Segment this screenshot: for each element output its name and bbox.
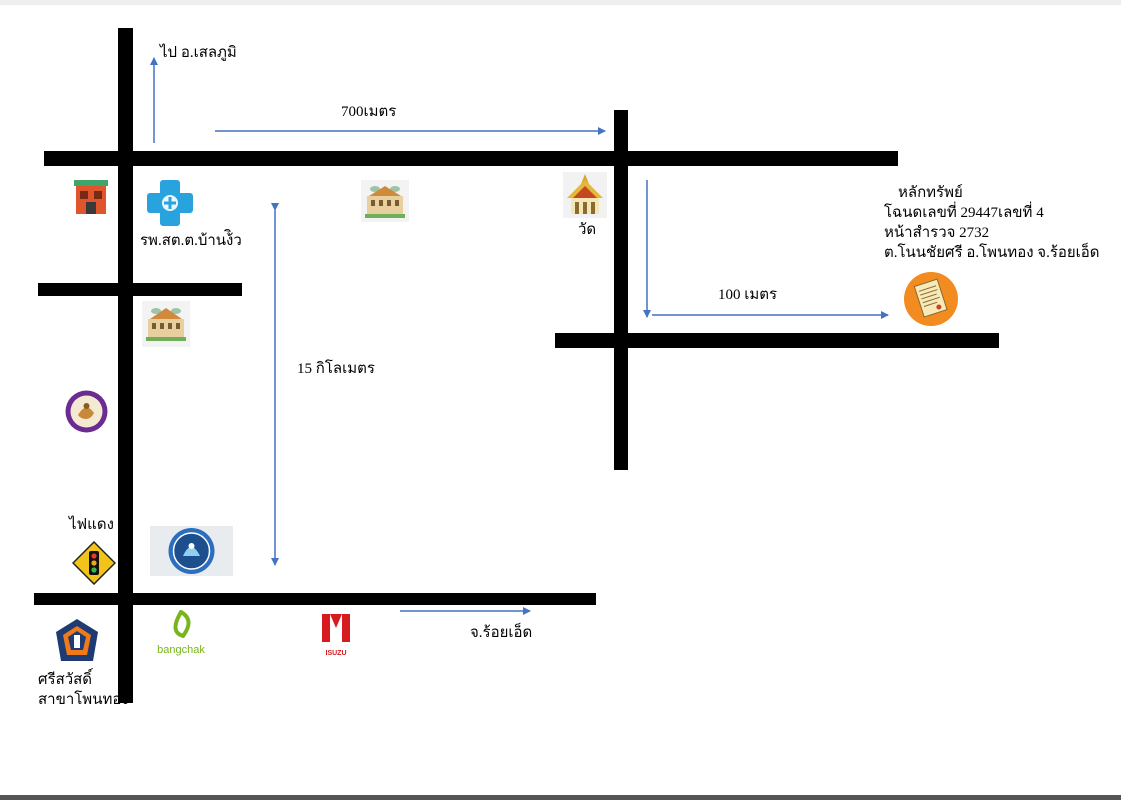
label-distance-700: 700เมตร xyxy=(341,104,397,120)
label-hospital: รพ.สต.ต.บ้านง้ิว xyxy=(140,233,242,249)
road-horizontal-top xyxy=(44,151,898,166)
isuzu-emblem-icon xyxy=(322,614,350,642)
property-survey: หน้าสำรวจ 2732 xyxy=(884,225,990,241)
dept-seal-icon xyxy=(150,526,233,576)
property-location: ต.โนนชัยศรี อ.โพนทอง จ.ร้อยเอ็ด xyxy=(884,245,1100,261)
label-to-roiet: จ.ร้อยเอ็ด xyxy=(470,625,533,641)
label-to-selaphum: ไป อ.เสลภูมิ xyxy=(160,45,237,61)
school-icon-2 xyxy=(142,301,190,347)
school-icon xyxy=(361,180,409,222)
label-sriswat-line1: ศรีสวัสดิ์ xyxy=(38,672,93,688)
seal-icon xyxy=(65,390,108,433)
bangchak-logo-icon: bangchak xyxy=(148,609,214,656)
road-horizontal-right xyxy=(555,333,999,348)
label-distance-15km: 15 กิโลเมตร xyxy=(297,361,375,377)
sriswat-logo-icon xyxy=(56,619,98,661)
road-vertical-right xyxy=(614,110,628,470)
label-temple: วัด xyxy=(578,222,597,238)
property-deed: โฉนดเลขที่ 29447เลขที่ 4 xyxy=(884,205,1044,221)
property-info: หลักทรัพย์ โฉนดเลขที่ 29447เลขที่ 4 หน้า… xyxy=(884,183,1100,263)
hospital-icon xyxy=(147,180,193,226)
top-border xyxy=(0,0,1121,5)
label-traffic-light: ไฟแดง xyxy=(69,517,114,533)
isuzu-wordmark: ISUZU xyxy=(325,650,347,657)
title-deed-icon xyxy=(904,272,958,326)
property-title: หลักทรัพย์ xyxy=(898,185,963,201)
road-horizontal-short xyxy=(38,283,242,296)
traffic-light-icon xyxy=(72,541,116,585)
label-distance-100: 100 เมตร xyxy=(718,287,778,303)
label-sriswat: ศรีสวัสดิ์ สาขาโพนทอง xyxy=(38,670,129,710)
road-horizontal-bottom xyxy=(34,593,596,605)
bangchak-leaf-icon xyxy=(173,609,191,639)
road-vertical-left xyxy=(118,28,133,703)
label-sriswat-line2: สาขาโพนทอง xyxy=(38,692,129,708)
bottom-border xyxy=(0,795,1121,800)
bangchak-wordmark: bangchak xyxy=(157,644,205,656)
temple-icon xyxy=(563,172,607,218)
shop-icon xyxy=(74,180,108,214)
isuzu-logo-icon: ISUZU xyxy=(318,612,354,657)
